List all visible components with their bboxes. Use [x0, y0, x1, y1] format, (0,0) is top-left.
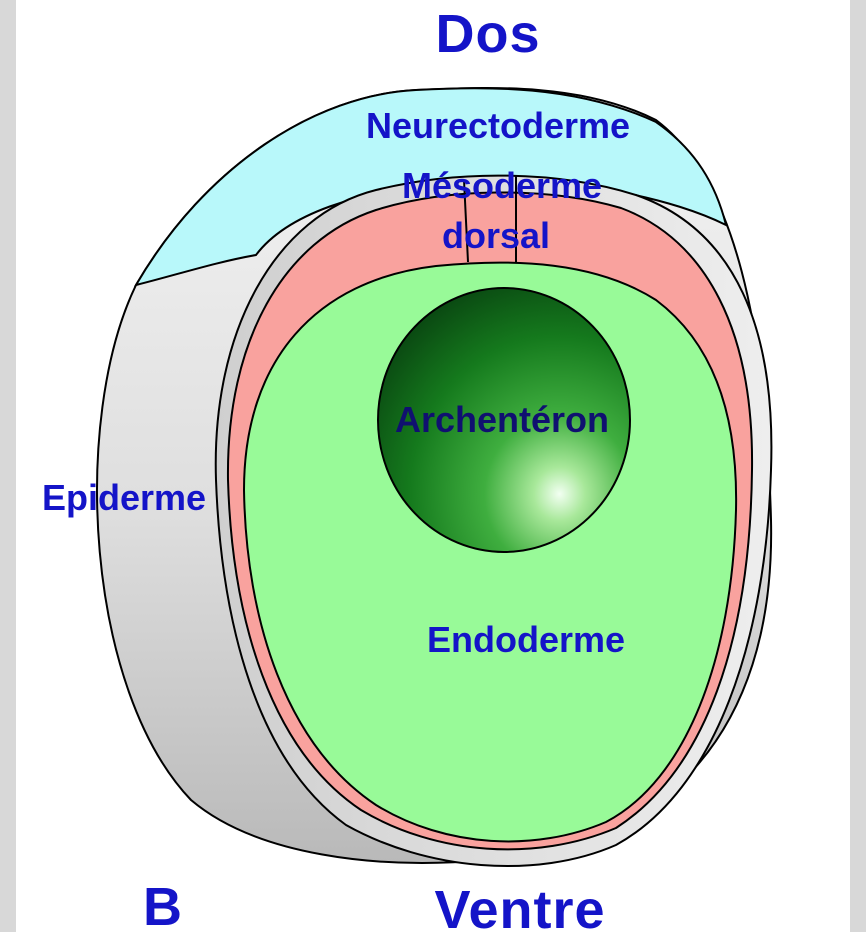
embryo-section-diagram: Dos Neurectoderme Mésoderme dorsal Arche…	[16, 0, 866, 932]
label-mesoderm-line2: dorsal	[442, 215, 550, 256]
corner-label-b: B	[143, 877, 183, 932]
label-neurectoderm: Neurectoderme	[366, 105, 630, 146]
label-mesoderm-line1: Mésoderme	[402, 165, 602, 206]
label-archenteron: Archentéron	[395, 399, 609, 440]
label-endoderm: Endoderme	[427, 619, 625, 660]
bottom-label-ventre: Ventre	[434, 880, 605, 932]
diagram-canvas: Dos Neurectoderme Mésoderme dorsal Arche…	[16, 0, 850, 932]
label-epiderm: Epiderme	[42, 477, 206, 518]
top-label-dos: Dos	[435, 4, 540, 64]
